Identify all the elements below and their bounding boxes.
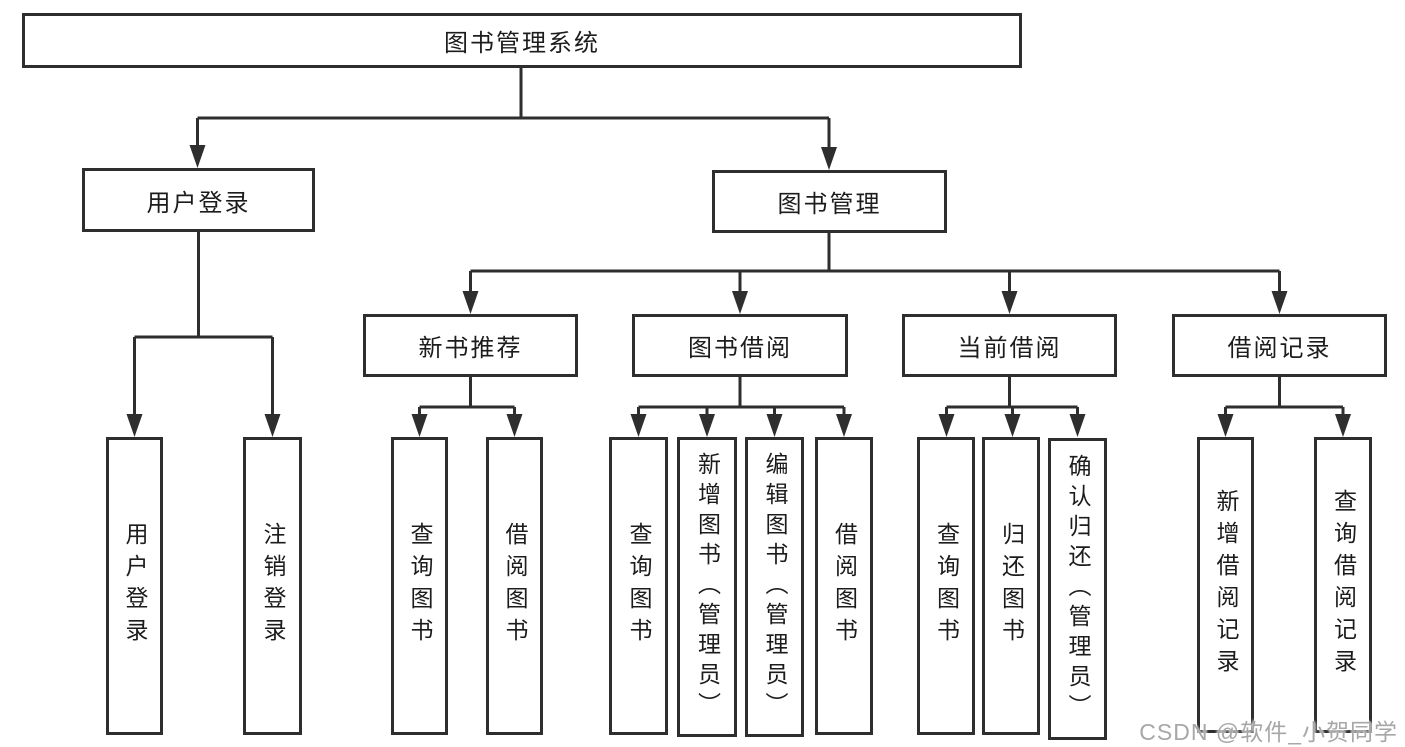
leaf-borrow-books: 借阅图书 (815, 437, 873, 735)
node-user-login: 用户登录 (82, 168, 315, 232)
leaf-add-book-admin: 新增图书（管理员） (677, 437, 737, 737)
node-book-management: 图书管理 (712, 170, 947, 233)
leaf-confirm-return-admin: 确认归还（管理员） (1048, 438, 1107, 740)
node-borrowing-records: 借阅记录 (1172, 314, 1387, 377)
leaf-user-login: 用户登录 (106, 437, 163, 735)
leaf-query-books-borrowing: 查询图书 (609, 437, 668, 735)
leaf-return-books: 归还图书 (982, 437, 1040, 735)
csdn-watermark: CSDN @软件_小贺同学 (1139, 719, 1398, 745)
leaf-query-books-current: 查询图书 (917, 437, 975, 735)
leaf-query-borrow-record: 查询借阅记录 (1314, 437, 1372, 733)
leaf-borrow-books-recommend: 借阅图书 (486, 437, 543, 735)
leaf-add-borrow-record: 新增借阅记录 (1197, 437, 1254, 733)
leaf-query-books-recommend: 查询图书 (391, 437, 448, 735)
leaf-edit-book-admin: 编辑图书（管理员） (745, 437, 804, 737)
leaf-logout: 注销登录 (243, 437, 302, 735)
node-current-borrowing: 当前借阅 (902, 314, 1117, 377)
root-node-library-system: 图书管理系统 (22, 13, 1022, 68)
node-book-borrowing: 图书借阅 (632, 314, 848, 377)
node-new-book-recommend: 新书推荐 (363, 314, 578, 377)
